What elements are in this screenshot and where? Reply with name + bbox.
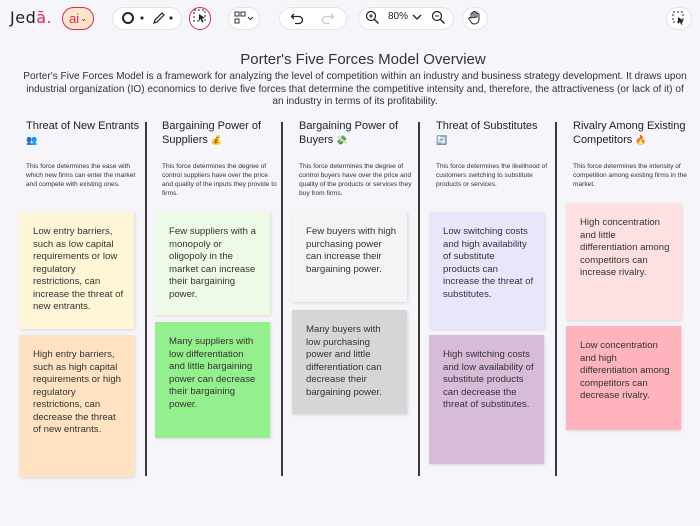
pen-tool-icon[interactable] [152, 11, 166, 25]
sticky-note[interactable]: High entry barriers, such as high capita… [19, 335, 134, 477]
sticky-note[interactable]: Few suppliers with a monopoly or oligopo… [155, 212, 270, 315]
page-intro: Porter's Five Forces Model is a framewor… [23, 71, 687, 107]
column-divider [555, 122, 557, 476]
column-desc-new-entrants: This force determines the ease with whic… [26, 163, 136, 188]
column-title-substitutes: Threat of Substitutes 🔄 [436, 120, 556, 147]
column-desc-suppliers: This force determines the degree of cont… [162, 163, 277, 197]
column-title-text: Threat of Substitutes [436, 120, 538, 132]
dot-separator-icon [169, 16, 173, 20]
logo-text: Jed [10, 8, 37, 27]
column-title-suppliers: Bargaining Power of Suppliers 💰 [162, 120, 272, 147]
hand-icon[interactable] [468, 10, 482, 25]
sticky-note[interactable]: Low entry barriers, such as low capital … [19, 212, 134, 329]
toolbar: Jedā. ai⌄ 80% [0, 0, 700, 36]
column-desc-rivalry: This force determines the intensity of c… [573, 163, 687, 188]
column-title-rivalry: Rivalry Among Existing Competitors 🔥 [573, 120, 693, 147]
zoom-group [358, 7, 454, 30]
redo-icon[interactable] [321, 11, 335, 25]
sticky-note[interactable]: Few buyers with high purchasing power ca… [292, 212, 407, 302]
fire-icon: 🔥 [635, 134, 647, 145]
circle-tool-icon[interactable] [121, 11, 135, 25]
column-title-buyers: Bargaining Power of Buyers 💸 [299, 120, 409, 147]
select-tool-icon [193, 9, 207, 28]
undo-icon[interactable] [290, 11, 304, 25]
column-divider [418, 122, 420, 476]
chevron-down-icon: ⌄ [80, 14, 87, 23]
history-group [279, 7, 347, 30]
app-logo[interactable]: Jedā. [10, 8, 52, 27]
ai-assistant-button[interactable]: ai⌄ [62, 7, 94, 30]
sticky-note[interactable]: High switching costs and low availabilit… [429, 335, 544, 464]
column-divider [281, 122, 283, 476]
ai-label: ai [69, 11, 80, 26]
column-desc-substitutes: This force determines the likelihood of … [436, 163, 548, 188]
column-desc-buyers: This force determines the degree of cont… [299, 163, 412, 197]
column-title-text: Bargaining Power of Suppliers [162, 120, 262, 146]
logo-accent: ā. [36, 8, 53, 27]
select-tool-button[interactable] [189, 7, 211, 30]
sticky-note[interactable]: Low switching costs and high availabilit… [429, 212, 544, 329]
refresh-icon: 🔄 [436, 134, 448, 145]
hand-tool-button[interactable] [462, 7, 488, 30]
column-title-text: Rivalry Among Existing Competitors [573, 120, 686, 146]
money-wings-icon: 💸 [336, 134, 348, 145]
sticky-note[interactable]: Many buyers with low purchasing power an… [292, 310, 407, 414]
column-title-text: Threat of New Entrants [26, 120, 140, 132]
sticky-note[interactable]: Low concentration and high differentiati… [566, 326, 681, 430]
zoom-out-icon[interactable] [431, 10, 446, 25]
zoom-in-icon[interactable] [365, 10, 380, 25]
zoom-level[interactable]: 80% [388, 11, 409, 22]
layout-icon[interactable] [234, 11, 254, 25]
page-title: Porter's Five Forces Model Overview [240, 51, 486, 68]
sticky-note[interactable]: Many suppliers with low differentiation … [155, 322, 270, 438]
column-divider [145, 122, 147, 476]
screenshot-icon[interactable] [672, 11, 686, 25]
layout-group [228, 7, 260, 30]
people-icon: 👥 [26, 134, 38, 145]
money-bag-icon: 💰 [210, 134, 223, 145]
dot-separator-icon [140, 16, 144, 20]
column-title-text: Bargaining Power of Buyers [299, 120, 399, 146]
column-title-new-entrants: Threat of New Entrants 👥 [26, 120, 146, 147]
sticky-note[interactable]: High concentration and little differenti… [566, 203, 681, 320]
chevron-down-icon[interactable] [412, 13, 422, 21]
